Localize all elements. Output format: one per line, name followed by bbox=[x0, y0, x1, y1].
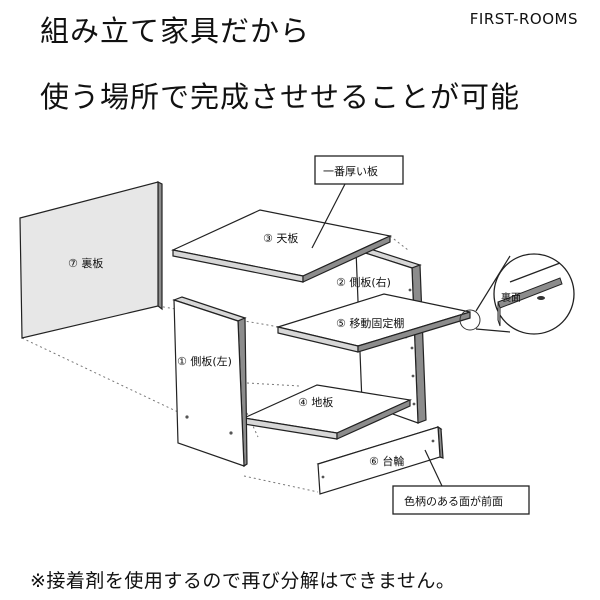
bottom-panel: ④ 地板 bbox=[241, 384, 413, 440]
callout-thickest[interactable]: 一番厚い板 bbox=[311, 155, 404, 249]
movable-shelf: ⑤ 移動固定棚 bbox=[275, 293, 471, 353]
shelf-label: ⑤ 移動固定棚 bbox=[336, 316, 404, 330]
back-panel: ⑦ 裏板 bbox=[19, 181, 163, 339]
detail-back-text: 裏面 bbox=[501, 291, 521, 304]
callout-front-face[interactable]: 色柄のある面が前面 bbox=[392, 449, 530, 515]
left-side-panel: ① 側板(左) bbox=[172, 296, 248, 468]
right-side-label: ② 側板(右) bbox=[336, 275, 391, 289]
top-panel-label: ③ 天板 bbox=[263, 231, 298, 245]
headline-line2: 使う場所で完成させせることが可能 bbox=[40, 80, 521, 114]
bottom-panel-label: ④ 地板 bbox=[298, 395, 333, 409]
callout-front-face-text: 色柄のある面が前面 bbox=[404, 494, 503, 508]
back-panel-label: ⑦ 裏板 bbox=[68, 256, 103, 270]
footnote: ※接着剤を使用するので再び分解はできません。 bbox=[30, 570, 456, 592]
brand-name: FIRST-ROOMS bbox=[469, 10, 578, 28]
plinth-label: ⑥ 台輪 bbox=[369, 454, 404, 468]
detail-magnifier: 裏面 bbox=[459, 253, 575, 335]
left-side-label: ① 側板(左) bbox=[177, 354, 232, 368]
headline-line1: 組み立て家具だから bbox=[40, 14, 311, 48]
callout-thickest-text: 一番厚い板 bbox=[323, 164, 378, 178]
plinth: ⑥ 台輪 bbox=[316, 425, 444, 495]
top-panel: ③ 天板 bbox=[171, 209, 392, 283]
